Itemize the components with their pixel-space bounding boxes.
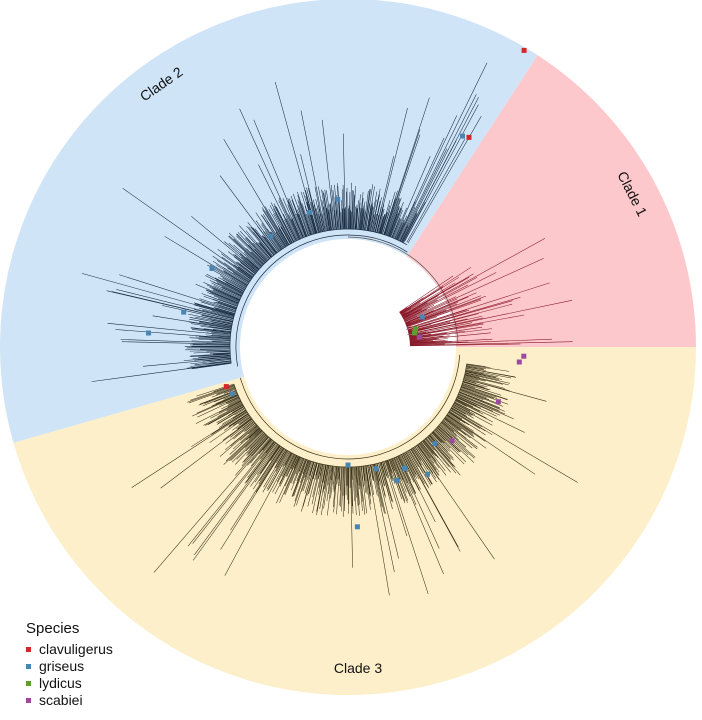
marker-griseus-22 — [419, 314, 425, 320]
marker-clavuligerus-1 — [466, 134, 472, 140]
legend-label-lydicus: lydicus — [39, 675, 82, 691]
legend-label-clavuligerus: clavuligerus — [39, 641, 113, 657]
marker-griseus-14 — [432, 441, 438, 447]
clade-2-branches — [81, 82, 458, 382]
clade-2-sector — [0, 0, 538, 443]
legend-swatch-clavuligerus — [26, 647, 31, 652]
marker-griseus-3 — [335, 196, 341, 202]
marker-griseus-10 — [229, 391, 235, 397]
legend-swatch-griseus — [26, 664, 31, 669]
marker-scabiei-21 — [416, 334, 422, 340]
legend-item-griseus: griseus — [26, 658, 113, 675]
marker-scabiei-17 — [516, 359, 522, 365]
clade-3-branches — [131, 363, 578, 596]
marker-lydicus-19 — [413, 326, 419, 332]
marker-griseus-2 — [460, 133, 465, 139]
marker-clavuligerus-0 — [521, 47, 527, 53]
marker-griseus-5 — [268, 233, 274, 239]
marker-scabiei-18 — [521, 353, 527, 359]
marker-clavuligerus-9 — [223, 384, 229, 390]
marker-griseus-7 — [181, 309, 187, 315]
marker-griseus-8 — [146, 330, 151, 336]
inner-backbone-arc-1 — [347, 236, 459, 344]
legend-label-griseus: griseus — [39, 658, 85, 674]
marker-griseus-4 — [306, 209, 312, 215]
marker-scabiei-15 — [449, 438, 455, 444]
marker-griseus-11 — [345, 462, 351, 468]
legend-label-scabiei: scabiei — [39, 692, 83, 708]
marker-griseus-12 — [373, 466, 379, 472]
legend-swatch-scabiei — [26, 698, 31, 703]
species-legend: Species clavuligerus griseus lydicus sca… — [26, 620, 113, 709]
marker-griseus-13 — [402, 465, 408, 471]
marker-griseus-6 — [209, 266, 215, 271]
clade-1-sector — [348, 55, 696, 348]
clade-3-backbone-arc — [240, 354, 461, 460]
clade-3-label: Clade 3 — [334, 660, 382, 676]
legend-item-clavuligerus: clavuligerus — [26, 641, 113, 658]
legend-item-scabiei: scabiei — [26, 692, 113, 709]
clade-1-branches — [399, 238, 573, 347]
clade-2-backbone-arc — [235, 234, 408, 367]
marker-lydicus-20 — [412, 330, 417, 336]
marker-griseus-24 — [394, 477, 400, 483]
species-markers — [146, 47, 527, 530]
tree-branches — [81, 62, 578, 596]
center-disc — [240, 239, 456, 455]
legend-item-lydicus: lydicus — [26, 675, 113, 692]
marker-scabiei-16 — [495, 399, 501, 405]
clade-sectors — [0, 0, 696, 696]
marker-griseus-23 — [354, 524, 360, 530]
legend-title: Species — [26, 620, 80, 637]
clade-3-sector — [13, 347, 696, 696]
marker-griseus-25 — [425, 471, 430, 477]
legend-swatch-lydicus — [26, 681, 31, 686]
